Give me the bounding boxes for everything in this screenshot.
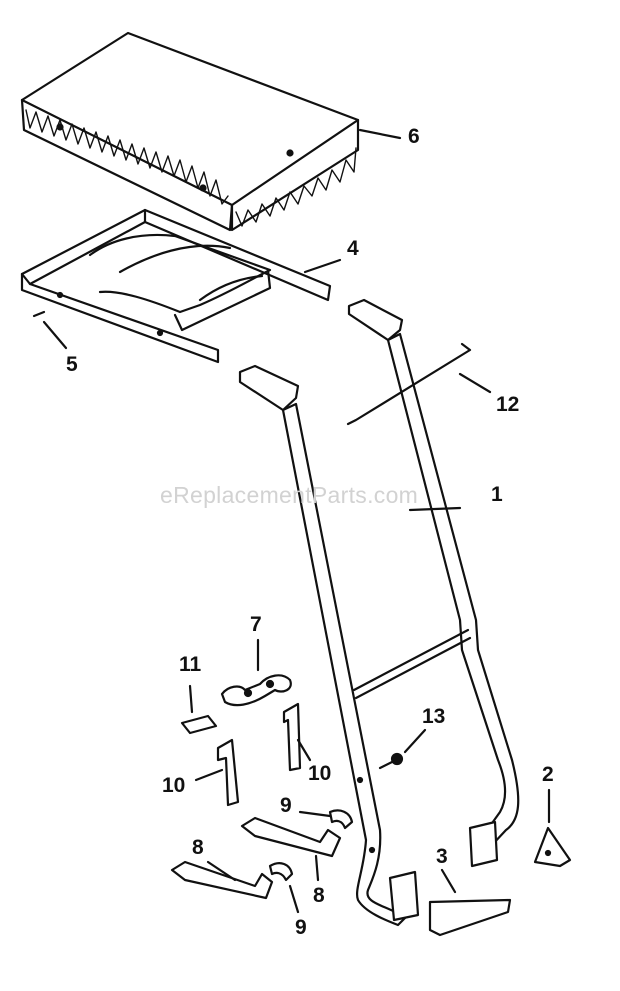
callout-11: 11 [179,653,202,676]
callout-13: 13 [422,705,446,728]
plate-part [180,684,218,735]
small-bolt-part [378,728,427,770]
seat-cushion-part [20,31,402,232]
callout-3: 3 [436,845,448,868]
lever-arm-lower-part [170,860,274,900]
lever-arm-upper-part [240,816,342,882]
callout-6: 6 [408,125,420,148]
callout-12: 12 [496,393,520,416]
callout-10-right: 10 [308,762,332,785]
strap-left-part [194,738,240,807]
callout-9-upper: 9 [280,794,292,817]
strap-right-part [282,702,312,772]
seat-frame-part [20,208,342,364]
clip-upper-part [298,809,354,830]
callout-8-upper: 8 [313,884,325,907]
mount-bracket-part [428,868,512,937]
callout-10-left: 10 [162,774,186,797]
corner-bracket-part [533,788,572,868]
callout-2: 2 [542,763,554,786]
rod-part [346,342,492,426]
callout-8-lower: 8 [192,836,204,859]
clip-lower-part [268,862,300,914]
callout-5: 5 [66,353,78,376]
latch-part [220,638,292,707]
seat-support-frame-part [238,298,520,927]
callout-1: 1 [491,483,503,506]
bolt-part [32,310,68,350]
watermark-text: eReplacementParts.com [160,482,419,508]
callout-4: 4 [347,237,359,260]
callout-7: 7 [250,613,262,636]
callout-9-lower: 9 [295,916,307,939]
